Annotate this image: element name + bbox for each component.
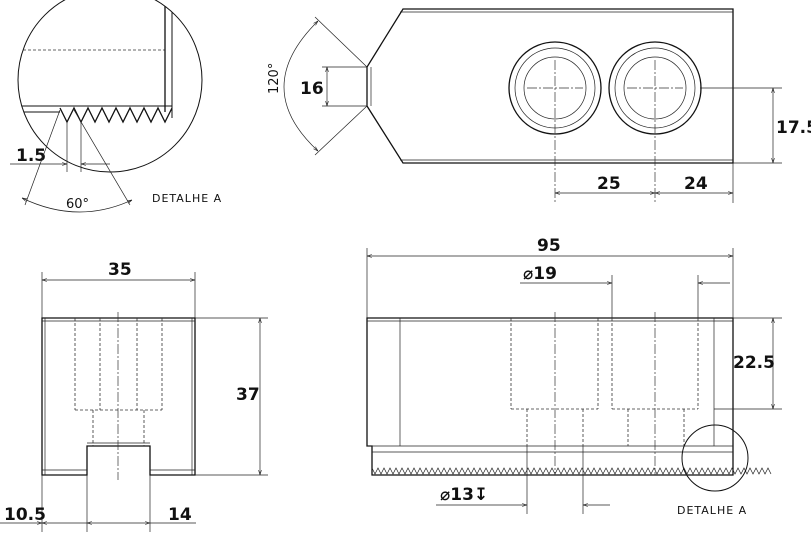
hole-spacing-label: 25 xyxy=(597,174,621,194)
length-label: 95 xyxy=(537,236,561,256)
detail-label-bottom: DETALHE A xyxy=(677,504,747,517)
height-label: 37 xyxy=(236,385,260,405)
front-outline xyxy=(366,317,734,476)
pitch-label: 1.5 xyxy=(16,146,46,166)
bore-depth-label: 22.5 xyxy=(733,353,775,373)
top-view: 120° 16 25 24 17.5 xyxy=(267,8,811,203)
angle-label: 120° xyxy=(267,63,282,94)
side-outline xyxy=(41,317,196,476)
side-view: 35 37 10.5 14 xyxy=(0,260,268,532)
slot-width-label: 14 xyxy=(168,505,192,525)
bore-diameter-label: ⌀19 xyxy=(523,264,557,284)
tip-width-label: 16 xyxy=(300,79,324,99)
top-outline xyxy=(366,8,734,164)
detail-circle xyxy=(17,0,203,173)
thread-angle-label: 60° xyxy=(66,197,89,212)
edge-distance-label: 24 xyxy=(684,174,708,194)
thru-diameter-label: ⌀13↧ xyxy=(440,485,488,505)
front-view: 95 ⌀19 22.5 ⌀13↧ DETALHE A xyxy=(366,236,782,517)
width-label: 35 xyxy=(108,260,132,280)
front-thread xyxy=(371,467,772,475)
detail-marker-circle xyxy=(681,424,749,492)
slot-offset-label: 10.5 xyxy=(4,505,46,525)
detail-label-top: DETALHE A xyxy=(152,192,222,205)
detail-a-view: 1.5 60° DETALHE A xyxy=(10,0,222,213)
hole-center-height-label: 17.5 xyxy=(776,118,811,138)
